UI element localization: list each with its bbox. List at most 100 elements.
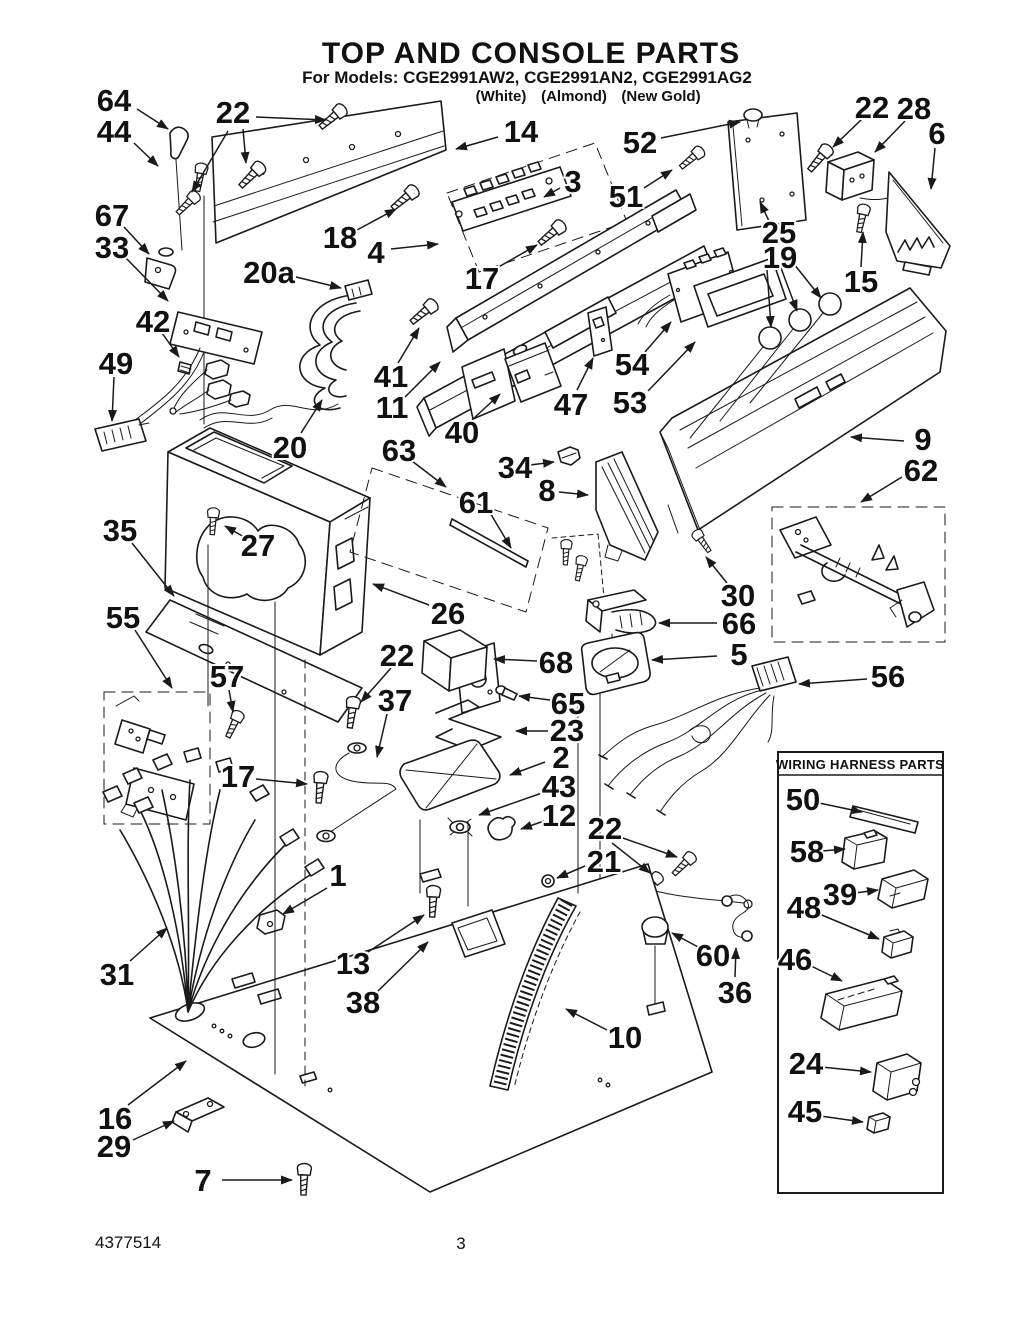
callout-leader-arrow <box>493 655 538 665</box>
callout-leader-arrow <box>224 525 245 538</box>
callout-leader-arrow <box>372 583 430 606</box>
callout-label-22: 22 <box>588 811 622 846</box>
callout-leader-arrow <box>619 836 678 858</box>
callout-leader-arrow <box>134 629 173 689</box>
part-bracket-67 <box>144 247 177 290</box>
callout-58: 58 <box>788 832 846 871</box>
callout-label-67: 67 <box>95 198 129 233</box>
callout-label-8: 8 <box>538 473 555 508</box>
callout-label-19: 19 <box>763 240 797 275</box>
callout-label-20a: 20a <box>243 255 295 290</box>
callout-42: 42 <box>134 302 180 358</box>
part-screw <box>676 143 708 173</box>
callout-label-40: 40 <box>445 415 479 450</box>
callout-leader-arrow <box>819 1115 864 1125</box>
callout-label-51: 51 <box>609 179 643 214</box>
callout-leader-arrow <box>759 201 770 222</box>
callout-leader-arrow <box>356 208 397 231</box>
callout-leader-arrow <box>565 1008 608 1031</box>
callout-14: 14 <box>455 112 541 151</box>
callout-leader-arrow <box>558 489 589 499</box>
part-connector-46 <box>820 975 903 1031</box>
callout-label-42: 42 <box>136 304 170 339</box>
part-console-panel-9 <box>659 287 947 534</box>
part-fuse-holder-39 <box>877 869 929 909</box>
callout-34: 34 <box>496 448 555 487</box>
callout-leader-arrow <box>295 276 342 290</box>
callout-19: 19 <box>761 238 822 328</box>
part-module-33 <box>134 311 263 425</box>
part-screw-set <box>551 533 605 599</box>
part-plug-connectors-20 <box>169 359 339 429</box>
callout-leader-arrow <box>136 108 169 130</box>
callout-leader-arrow <box>857 231 867 268</box>
callout-label-24: 24 <box>789 1046 824 1081</box>
part-ground-wire-37 <box>316 742 397 843</box>
part-end-cap-8 <box>595 451 659 562</box>
callout-65: 65 <box>518 684 587 723</box>
part-display-frame-53 <box>693 257 787 328</box>
callout-leader-arrow <box>123 226 150 255</box>
part-rod-61 <box>449 518 529 568</box>
callout-label-21: 21 <box>587 844 621 879</box>
part-screw <box>852 202 872 235</box>
callout-22: 22 <box>586 809 678 874</box>
callout-leader-arrow <box>471 393 501 421</box>
callout-51: 51 <box>607 169 673 216</box>
callout-label-58: 58 <box>790 834 824 869</box>
part-latch-68 <box>421 629 501 714</box>
callout-64: 64 <box>95 81 169 130</box>
part-board-47 <box>587 306 613 357</box>
callout-16: 16 <box>96 1060 187 1138</box>
callout-25: 25 <box>759 201 798 252</box>
callout-62: 62 <box>860 451 940 503</box>
callout-leader-arrow <box>651 654 718 664</box>
callout-39: 39 <box>821 875 879 914</box>
callout-leader-arrow <box>660 119 741 139</box>
part-button-52 <box>743 108 763 129</box>
callout-label-11: 11 <box>376 390 409 425</box>
callout-label-20: 20 <box>273 430 307 465</box>
callout-leader-arrow <box>611 842 651 874</box>
callout-leader-arrow <box>240 128 250 164</box>
callout-leader-arrow <box>488 510 512 549</box>
callout-leader-arrow <box>161 332 180 358</box>
callout-49: 49 <box>97 344 135 422</box>
callout-leader-arrow <box>765 268 775 328</box>
callout-8: 8 <box>536 471 589 510</box>
callout-label-64: 64 <box>97 83 132 118</box>
callout-leader-arrow <box>854 886 879 896</box>
callout-leader-arrow <box>780 267 798 312</box>
callout-label-1: 1 <box>329 858 346 893</box>
part-connector-45 <box>866 1112 891 1134</box>
part-nut-42 <box>177 361 192 375</box>
callout-68: 68 <box>493 643 575 682</box>
callout-35: 35 <box>101 511 175 597</box>
callout-leader-arrow <box>282 887 328 915</box>
callout-label-60: 60 <box>696 938 730 973</box>
part-timer-40 <box>461 342 562 420</box>
callout-label-25: 25 <box>762 215 796 250</box>
callout-label-45: 45 <box>788 1094 822 1129</box>
part-top-panel-16 <box>149 863 713 1193</box>
callout-label-37: 37 <box>378 683 412 718</box>
callout-label-47: 47 <box>554 387 588 422</box>
part-connector-49 <box>94 418 150 452</box>
callout-leader-arrow <box>509 761 546 776</box>
callout-leader-arrow <box>808 964 843 982</box>
callout-leader-arrow <box>494 244 538 270</box>
callout-10: 10 <box>565 1008 644 1057</box>
callout-leader-arrow <box>647 341 696 392</box>
callout-label-10: 10 <box>608 1020 642 1055</box>
callout-17: 17 <box>219 757 308 796</box>
callout-leader-arrow <box>850 433 905 443</box>
part-actuator-pin-65 <box>495 685 518 701</box>
finish-almond: (Almond) <box>541 88 607 105</box>
callout-leader-arrow <box>478 792 543 816</box>
callout-23: 23 <box>515 711 586 750</box>
part-dial-pod-5 <box>580 631 651 696</box>
callout-31: 31 <box>98 927 168 994</box>
callout-leader-arrow <box>255 115 327 125</box>
part-connector-48 <box>881 928 914 959</box>
